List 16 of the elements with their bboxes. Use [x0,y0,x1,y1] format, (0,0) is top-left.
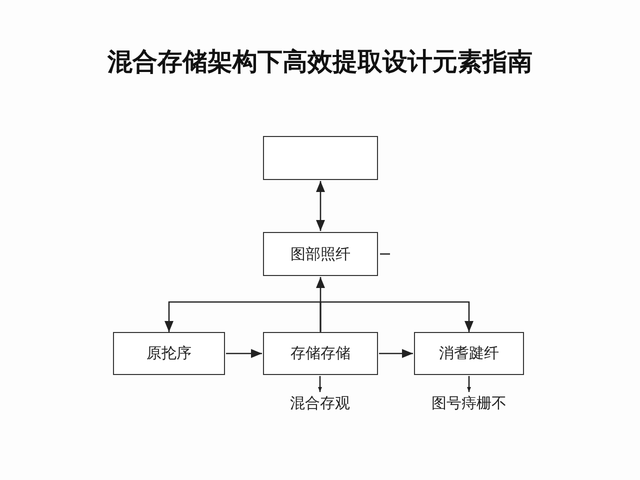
arrow [467,376,471,392]
connector-line [380,253,390,255]
arrow [316,181,325,231]
empty-box [263,136,378,180]
title: 混合存储架构下高效提取设计元素指南 [108,46,532,78]
node-label: 混合存观 [290,393,350,413]
process-box: 图部照纤 [263,232,378,276]
process-box: 存储存储 [263,332,378,375]
process-box: 消耆踺纤 [414,332,524,375]
arrow [226,349,262,358]
process-box: 原抡序 [113,332,225,375]
node-label: 图号痔栅不 [432,393,506,413]
arrow [164,301,322,332]
arrow [379,349,413,358]
arrow [318,376,322,392]
arrow [320,301,474,332]
